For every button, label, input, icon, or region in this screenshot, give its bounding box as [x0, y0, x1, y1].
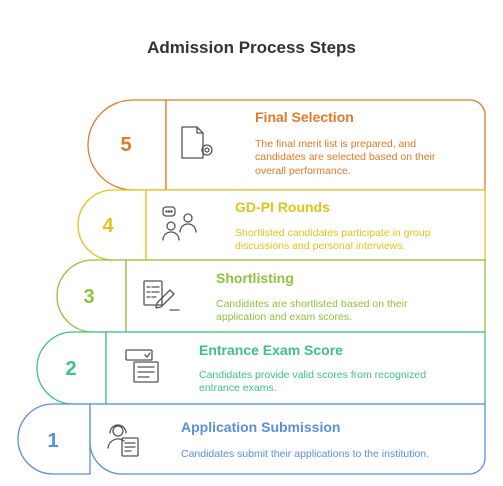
step-4-number: 4: [102, 215, 114, 237]
step-2-title: Entrance Exam Score: [199, 342, 343, 358]
page-title: Admission Process Steps: [147, 38, 356, 57]
step-5-desc-line-3: overall performance.: [255, 165, 351, 177]
step-4-desc-line-2: discussions and personal interviews.: [235, 240, 405, 252]
step-3-number: 3: [83, 286, 94, 308]
step-5-desc-line-1: The final merit list is prepared, and: [255, 138, 416, 150]
exam-score-icon: [125, 349, 159, 383]
step-1-card: [89, 403, 486, 475]
shortlist-icon: [143, 280, 180, 311]
step-4-title: GD-PI Rounds: [235, 199, 330, 215]
step-1-title: Application Submission: [181, 419, 340, 435]
step-2-desc-line-1: Candidates provide valid scores from rec…: [199, 369, 426, 381]
step-1-desc-line-1: Candidates submit their applications to …: [181, 448, 429, 460]
step-3-desc-line-2: application and exam scores.: [216, 311, 352, 323]
step-1: 1 Application Submission Candidates subm…: [17, 403, 486, 475]
step-5-desc-line-2: candidates are selected based on their: [255, 151, 436, 163]
step-1-number: 1: [47, 430, 58, 452]
step-3: 3 Shortlisting Candidates are shortliste…: [56, 259, 486, 333]
step-2-desc-line-2: entrance exams.: [199, 382, 277, 394]
step-5-title: Final Selection: [255, 109, 354, 125]
step-5-card: [165, 99, 486, 191]
applicant-form-icon: [107, 424, 139, 457]
step-3-desc-line-1: Candidates are shortlisted based on thei…: [216, 298, 408, 310]
step-5-number: 5: [120, 134, 131, 156]
step-1-back-tab: [17, 403, 91, 475]
step-2: 2 Entrance Exam Score Candidates provide…: [36, 331, 486, 405]
step-4: 4 GD-PI Rounds Shortlisted candidates pa…: [77, 189, 486, 261]
step-4-desc-line-1: Shortlisted candidates participate in gr…: [235, 227, 431, 239]
step-3-title: Shortlisting: [216, 270, 294, 286]
discussion-icon: [162, 206, 197, 241]
step-2-number: 2: [65, 358, 76, 380]
step-5: 5 Final Selection The final merit list i…: [87, 99, 486, 191]
certificate-icon: [181, 126, 213, 159]
